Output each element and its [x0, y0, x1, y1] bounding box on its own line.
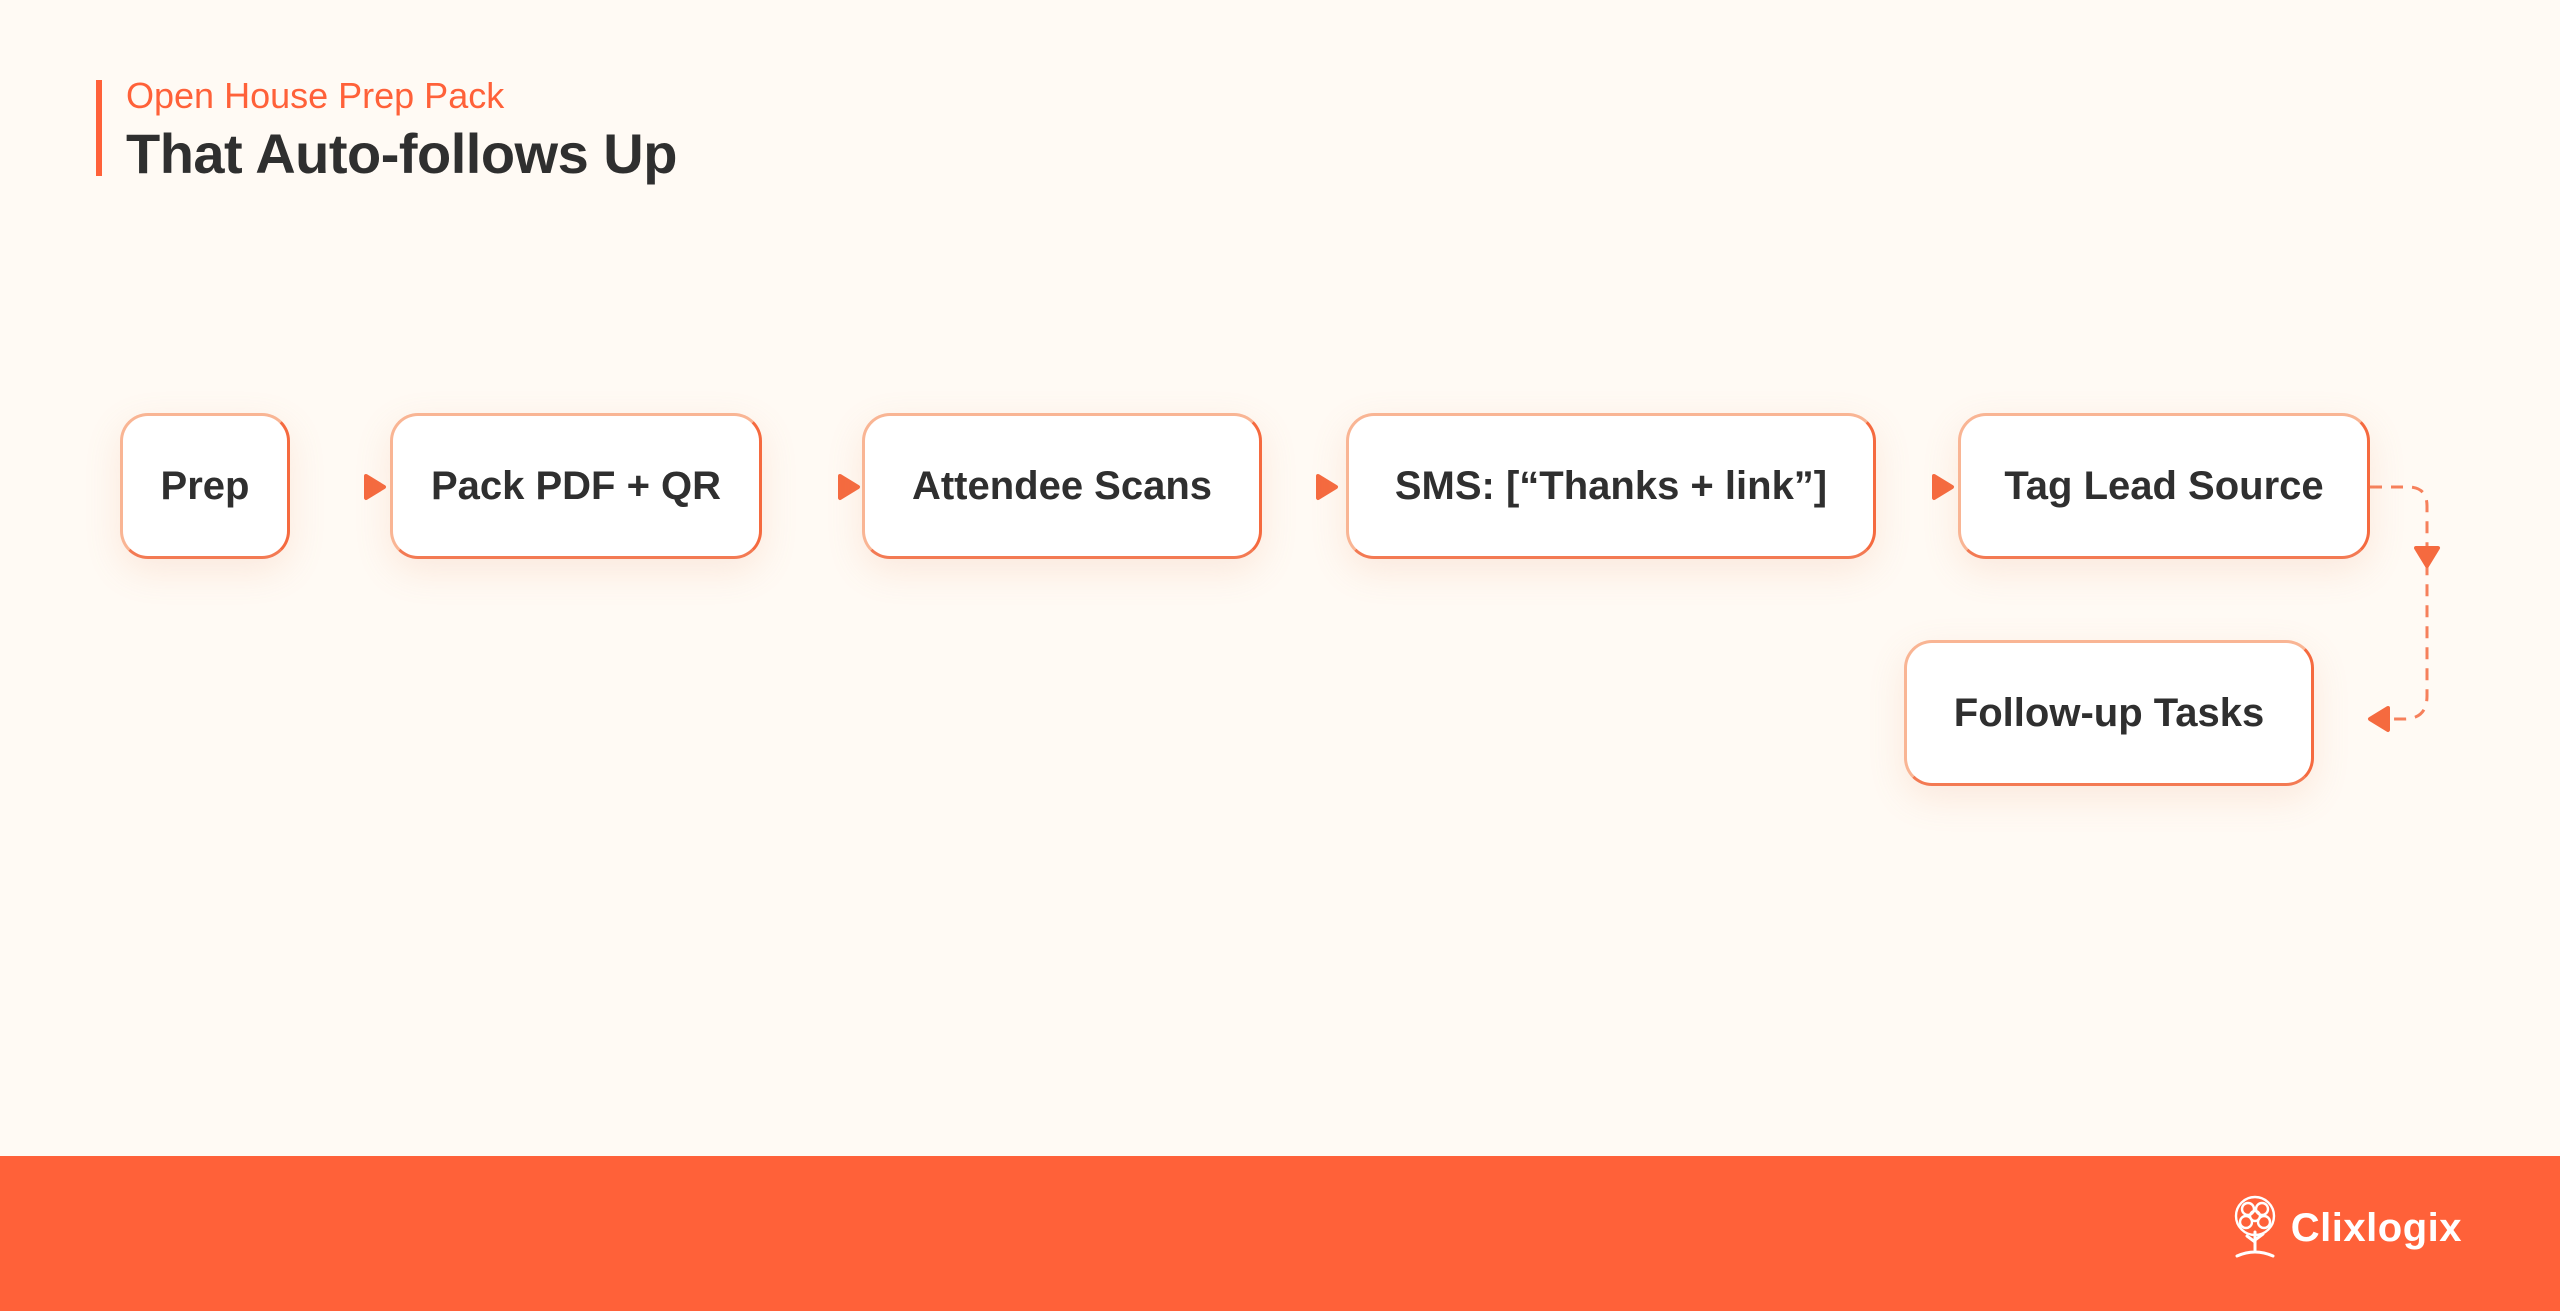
edge-pack-scans [762, 474, 860, 500]
node-tag-lead-source: Tag Lead Source [1958, 413, 2370, 559]
footer-bar: Clixlogix [0, 1156, 2560, 1311]
node-pack-pdf-qr: Pack PDF + QR [390, 413, 762, 559]
node-attendee-scans: Attendee Scans [862, 413, 1262, 559]
edge-scans-sms [1262, 474, 1338, 500]
node-follow-up-tasks: Follow-up Tasks [1904, 640, 2314, 786]
brand-logo: Clixlogix [2227, 1192, 2462, 1264]
heading-block: Open House Prep Pack That Auto-follows U… [96, 75, 677, 184]
edge-prep-pack [290, 474, 386, 500]
tree-icon [2234, 1195, 2275, 1258]
edge-sms-tag [1876, 474, 1954, 500]
node-sms: SMS: [“Thanks + link”] [1346, 413, 1876, 559]
edge-tag-tasks [2368, 485, 2440, 732]
page-subtitle: Open House Prep Pack [126, 75, 505, 116]
brand-name: Clixlogix [2290, 1205, 2462, 1250]
node-prep: Prep [120, 413, 290, 559]
page-title: That Auto-follows Up [126, 122, 677, 186]
